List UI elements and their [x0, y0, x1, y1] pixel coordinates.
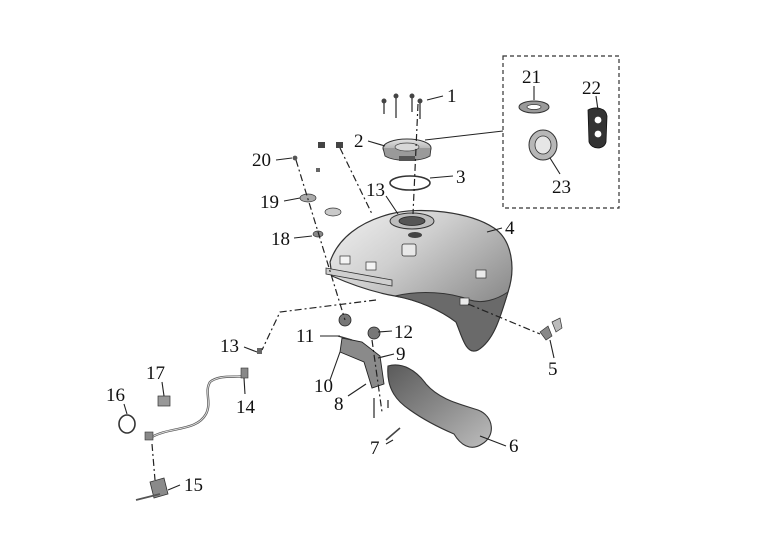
callout-7: 7 — [370, 438, 380, 459]
callout-21: 21 — [522, 67, 541, 88]
inset-leader — [424, 130, 504, 141]
cap-bolts — [381, 93, 423, 119]
inset-parts — [518, 100, 608, 161]
callout-13-hose: 13 — [220, 336, 239, 357]
callout-9: 9 — [396, 344, 406, 365]
callout-22: 22 — [582, 78, 601, 99]
leader-lines — [123, 86, 599, 491]
o-ring — [389, 175, 431, 191]
callout-13-tank: 13 — [366, 180, 385, 201]
callout-3: 3 — [456, 167, 466, 188]
fuel-cap — [382, 138, 432, 161]
callout-1: 1 — [447, 86, 457, 107]
fuel-tank — [325, 209, 513, 352]
callout-17: 17 — [146, 363, 165, 384]
detail-inset-box — [502, 55, 620, 209]
callout-20: 20 — [252, 150, 271, 171]
callout-12: 12 — [394, 322, 413, 343]
callout-23: 23 — [552, 177, 571, 198]
callout-10: 10 — [314, 376, 333, 397]
fuel-hose-assembly — [118, 348, 262, 501]
callout-labels: 1 2 3 4 5 6 7 8 9 10 11 12 13 13 14 15 1… — [106, 67, 601, 496]
callout-15: 15 — [184, 475, 203, 496]
callout-18: 18 — [271, 229, 290, 250]
callout-19: 19 — [260, 192, 279, 213]
bolts-5-7 — [385, 317, 563, 441]
assembly-lines — [151, 103, 541, 481]
callout-6: 6 — [509, 436, 519, 457]
callout-11: 11 — [296, 326, 314, 347]
heat-shield — [387, 364, 492, 448]
callout-5: 5 — [548, 359, 558, 380]
callout-8: 8 — [334, 394, 344, 415]
callout-14: 14 — [236, 397, 256, 418]
left-small-parts — [292, 142, 343, 238]
callout-2: 2 — [354, 131, 364, 152]
callout-16: 16 — [106, 385, 125, 406]
callout-4: 4 — [505, 218, 515, 239]
